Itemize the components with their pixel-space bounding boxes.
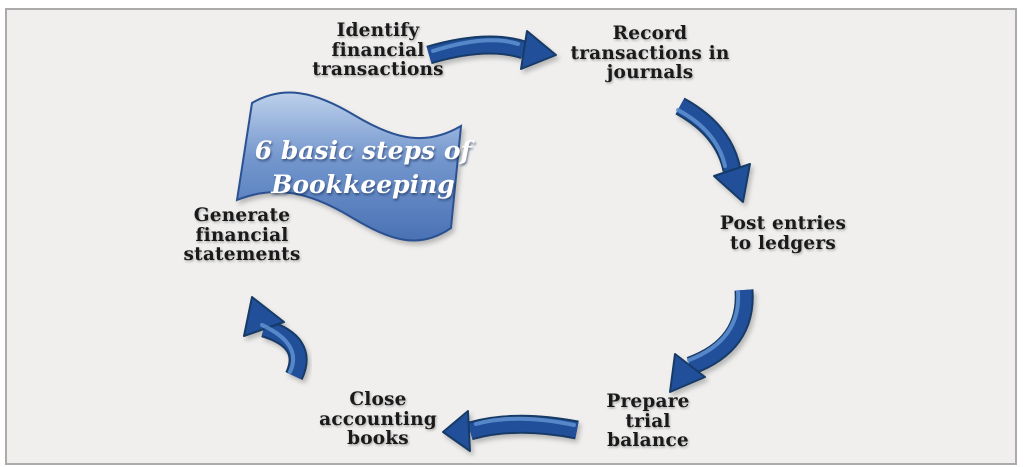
banner-title-line2: Bookkeeping: [271, 170, 455, 199]
slide-frame: [5, 8, 1017, 465]
step-generate-financial-statements: Generate financial statements: [183, 205, 301, 266]
curved-arrow-down-right-icon: [675, 97, 751, 203]
curved-arrow-left-icon: [442, 410, 579, 452]
banner-title: 6 basic steps of Bookkeeping: [254, 134, 472, 202]
step-record-transactions-in-journals: Record transactions in journals: [570, 23, 730, 84]
curved-arrow-down-left-icon: [669, 289, 754, 393]
step-prepare-trial-balance: Prepare trial balance: [606, 391, 690, 452]
curved-arrow-right-icon: [426, 30, 557, 70]
banner-flag-icon: [235, 91, 463, 242]
curved-arrow-up-icon: [243, 296, 308, 381]
banner-title-line1: 6 basic steps of: [254, 136, 472, 165]
step-post-entries-to-ledgers: Post entries to ledgers: [719, 213, 847, 254]
step-close-accounting-books: Close accounting books: [319, 389, 437, 450]
step-identify-financial-transactions: Identify financial transactions: [312, 20, 444, 81]
